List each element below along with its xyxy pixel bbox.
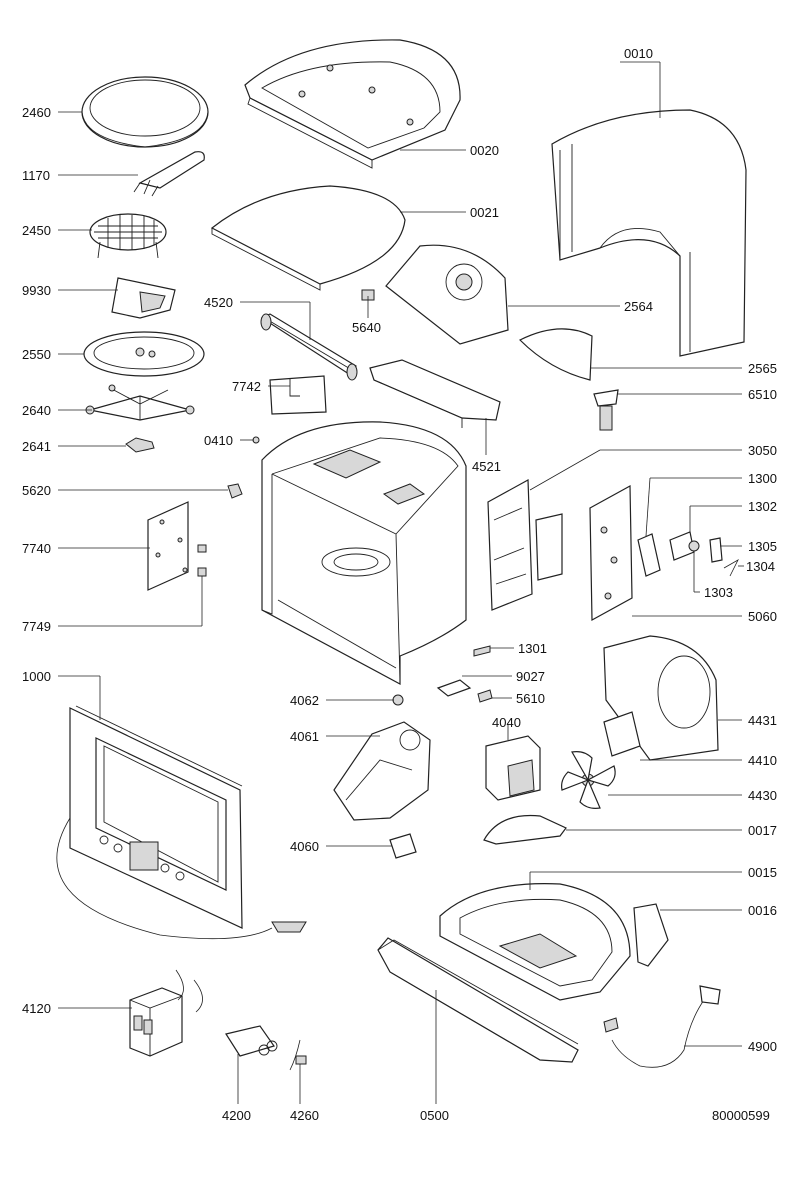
part-1170-handle <box>133 151 205 197</box>
part-labels: 2460 1170 2450 9930 2550 2640 2641 5620 … <box>22 46 777 1123</box>
label-4200: 4200 <box>222 1108 251 1123</box>
part-5640-screw <box>361 289 375 301</box>
label-1301: 1301 <box>518 641 547 656</box>
part-7742-shield <box>269 375 327 415</box>
label-4900: 4900 <box>748 1039 777 1054</box>
part-2450-grill-rack <box>89 213 167 259</box>
part-0500-base-cover <box>377 937 579 1063</box>
part-4061-magnetron <box>333 721 431 821</box>
label-0010: 0010 <box>624 46 653 61</box>
label-0015: 0015 <box>748 865 777 880</box>
part-1000-front-door <box>56 705 307 940</box>
part-2641-coupler <box>125 437 155 453</box>
label-1302: 1302 <box>748 499 777 514</box>
label-3050: 3050 <box>748 443 777 458</box>
label-7742: 7742 <box>232 379 261 394</box>
label-0500: 0500 <box>420 1108 449 1123</box>
label-4431: 4431 <box>748 713 777 728</box>
part-7749-screws <box>197 544 207 577</box>
part-0021-inner-plate <box>210 185 406 291</box>
label-4062: 4062 <box>290 693 319 708</box>
label-4521: 4521 <box>472 459 501 474</box>
label-2565: 2565 <box>748 361 777 376</box>
label-1000: 1000 <box>22 669 51 684</box>
part-2564-waveguide-cover <box>385 244 509 345</box>
label-1170: 1170 <box>22 168 50 183</box>
label-4120: 4120 <box>22 1001 51 1016</box>
leader-lines <box>58 61 744 1104</box>
part-main-cavity <box>261 421 467 686</box>
label-1300: 1300 <box>748 471 777 486</box>
label-9027: 9027 <box>516 669 545 684</box>
part-3050-latch-board <box>487 479 563 611</box>
part-4520-heater-tube <box>260 313 358 381</box>
label-2450: 2450 <box>22 223 51 238</box>
label-4430: 4430 <box>748 788 777 803</box>
part-2565-half-disc <box>518 328 593 381</box>
label-1303: 1303 <box>704 585 733 600</box>
label-2641: 2641 <box>22 439 51 454</box>
label-2640: 2640 <box>22 403 51 418</box>
part-1303-spring <box>688 540 700 552</box>
part-6510-lamp <box>593 389 619 431</box>
label-7740: 7740 <box>22 541 51 556</box>
label-9930: 9930 <box>22 283 51 298</box>
label-4410: 4410 <box>748 753 777 768</box>
label-1305: 1305 <box>748 539 777 554</box>
part-5610-screw <box>477 689 493 703</box>
part-4062-screw <box>392 694 404 706</box>
part-1305-lever <box>709 537 723 563</box>
label-0016: 0016 <box>748 903 777 918</box>
part-9027-bracket <box>436 679 472 697</box>
label-5640: 5640 <box>352 320 381 335</box>
label-7749: 7749 <box>22 619 51 634</box>
part-9930-bracket <box>111 277 176 319</box>
label-5060: 5060 <box>748 609 777 624</box>
part-4521-reflector <box>369 359 501 428</box>
part-2640-roller-ring <box>85 384 195 421</box>
label-0410: 0410 <box>204 433 233 448</box>
label-5610: 5610 <box>516 691 545 706</box>
label-4040: 4040 <box>492 715 521 730</box>
part-0016-side-cover <box>633 903 669 967</box>
label-1304: 1304 <box>746 559 775 574</box>
part-4120-transformer <box>129 969 203 1057</box>
part-5060-control-board <box>589 484 633 622</box>
label-0017: 0017 <box>748 823 777 838</box>
part-2550-turntable-plate <box>83 331 205 377</box>
part-0020-top-cover <box>244 39 461 169</box>
label-2550: 2550 <box>22 347 51 362</box>
part-4260-diode <box>289 1039 307 1071</box>
part-5620-clip <box>227 483 243 499</box>
part-1301-pin <box>473 645 491 657</box>
label-0020: 0020 <box>470 143 499 158</box>
label-6510: 6510 <box>748 387 777 402</box>
reference-number: 80000599 <box>712 1108 770 1123</box>
part-4410-fan-motor <box>603 711 641 757</box>
label-4060: 4060 <box>290 839 319 854</box>
part-4430-fan-blade <box>561 751 616 809</box>
part-4060-thermal-cutout <box>389 833 417 859</box>
part-4200-capacitor <box>225 1025 278 1057</box>
label-2460: 2460 <box>22 105 51 120</box>
label-2564: 2564 <box>624 299 653 314</box>
part-7740-panel <box>147 501 189 591</box>
part-1304-spring <box>723 558 739 577</box>
label-4061: 4061 <box>290 729 319 744</box>
part-0017-duct <box>483 814 567 845</box>
part-1300-switch <box>637 533 661 577</box>
part-2460-round-tray <box>81 76 209 148</box>
label-5620: 5620 <box>22 483 51 498</box>
part-0010-outer-casing <box>551 109 747 357</box>
part-0015-base-tray <box>439 883 631 1001</box>
label-4260: 4260 <box>290 1108 319 1123</box>
part-4900-power-cord <box>603 985 721 1068</box>
label-0021: 0021 <box>470 205 499 220</box>
label-4520: 4520 <box>204 295 233 310</box>
part-4040-transformer <box>485 735 541 801</box>
